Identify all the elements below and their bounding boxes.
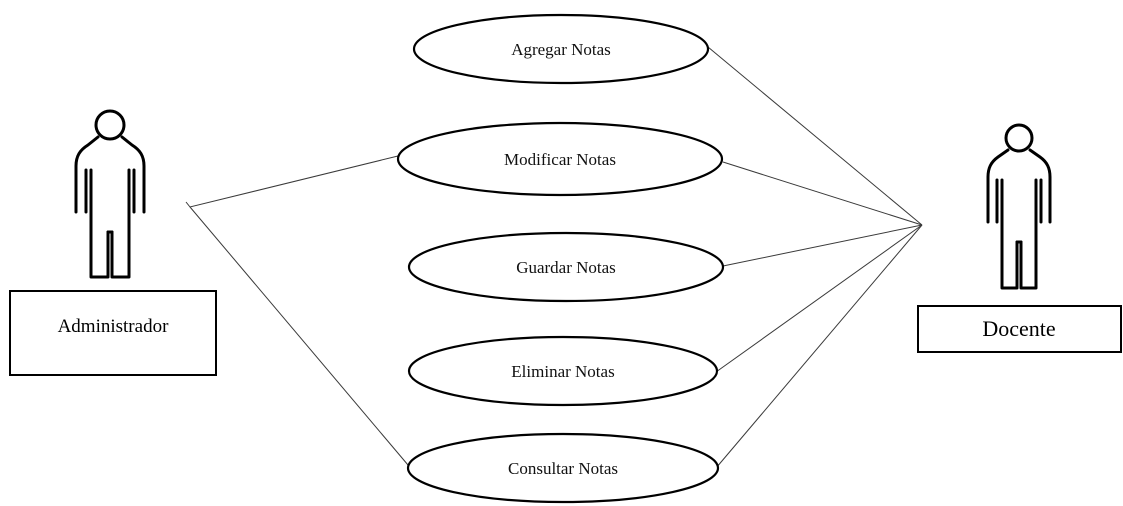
actor-label: Docente bbox=[982, 316, 1055, 341]
use-case-modificar: Modificar Notas bbox=[396, 121, 724, 197]
actor-administrador: Administrador bbox=[9, 109, 217, 376]
association-docente-modificar bbox=[722, 161, 923, 226]
actor-docente: Docente bbox=[917, 123, 1122, 353]
association-docente-agregar bbox=[707, 46, 923, 226]
use-case-consultar: Consultar Notas bbox=[406, 432, 720, 504]
actor-label: Administrador bbox=[58, 316, 169, 337]
association-docente-consultar bbox=[715, 224, 923, 469]
association-lines bbox=[185, 46, 923, 469]
use-case-ellipse bbox=[396, 121, 724, 197]
use-case-ellipse bbox=[407, 335, 719, 407]
stick-figure-icon bbox=[986, 123, 1052, 290]
association-docente-guardar bbox=[722, 224, 923, 267]
use-case-ellipse bbox=[412, 13, 710, 85]
stick-figure-icon bbox=[74, 109, 146, 279]
use-case-label: Consultar Notas bbox=[508, 459, 618, 478]
actor-label-box bbox=[9, 290, 217, 376]
association-admin-consultar bbox=[189, 206, 409, 466]
use-case-label: Agregar Notas bbox=[511, 40, 611, 59]
actor-label-box bbox=[917, 305, 1122, 353]
association-docente-eliminar bbox=[715, 224, 923, 373]
use-case-eliminar: Eliminar Notas bbox=[407, 335, 719, 407]
use-case-label: Modificar Notas bbox=[504, 150, 616, 169]
use-case-guardar: Guardar Notas bbox=[407, 231, 725, 303]
use-case-agregar: Agregar Notas bbox=[412, 13, 710, 85]
use-case-label: Eliminar Notas bbox=[511, 362, 614, 381]
association-admin-modificar bbox=[185, 155, 399, 208]
use-case-label: Guardar Notas bbox=[516, 258, 616, 277]
use-case-ellipse bbox=[407, 231, 725, 303]
use-case-ellipse bbox=[406, 432, 720, 504]
